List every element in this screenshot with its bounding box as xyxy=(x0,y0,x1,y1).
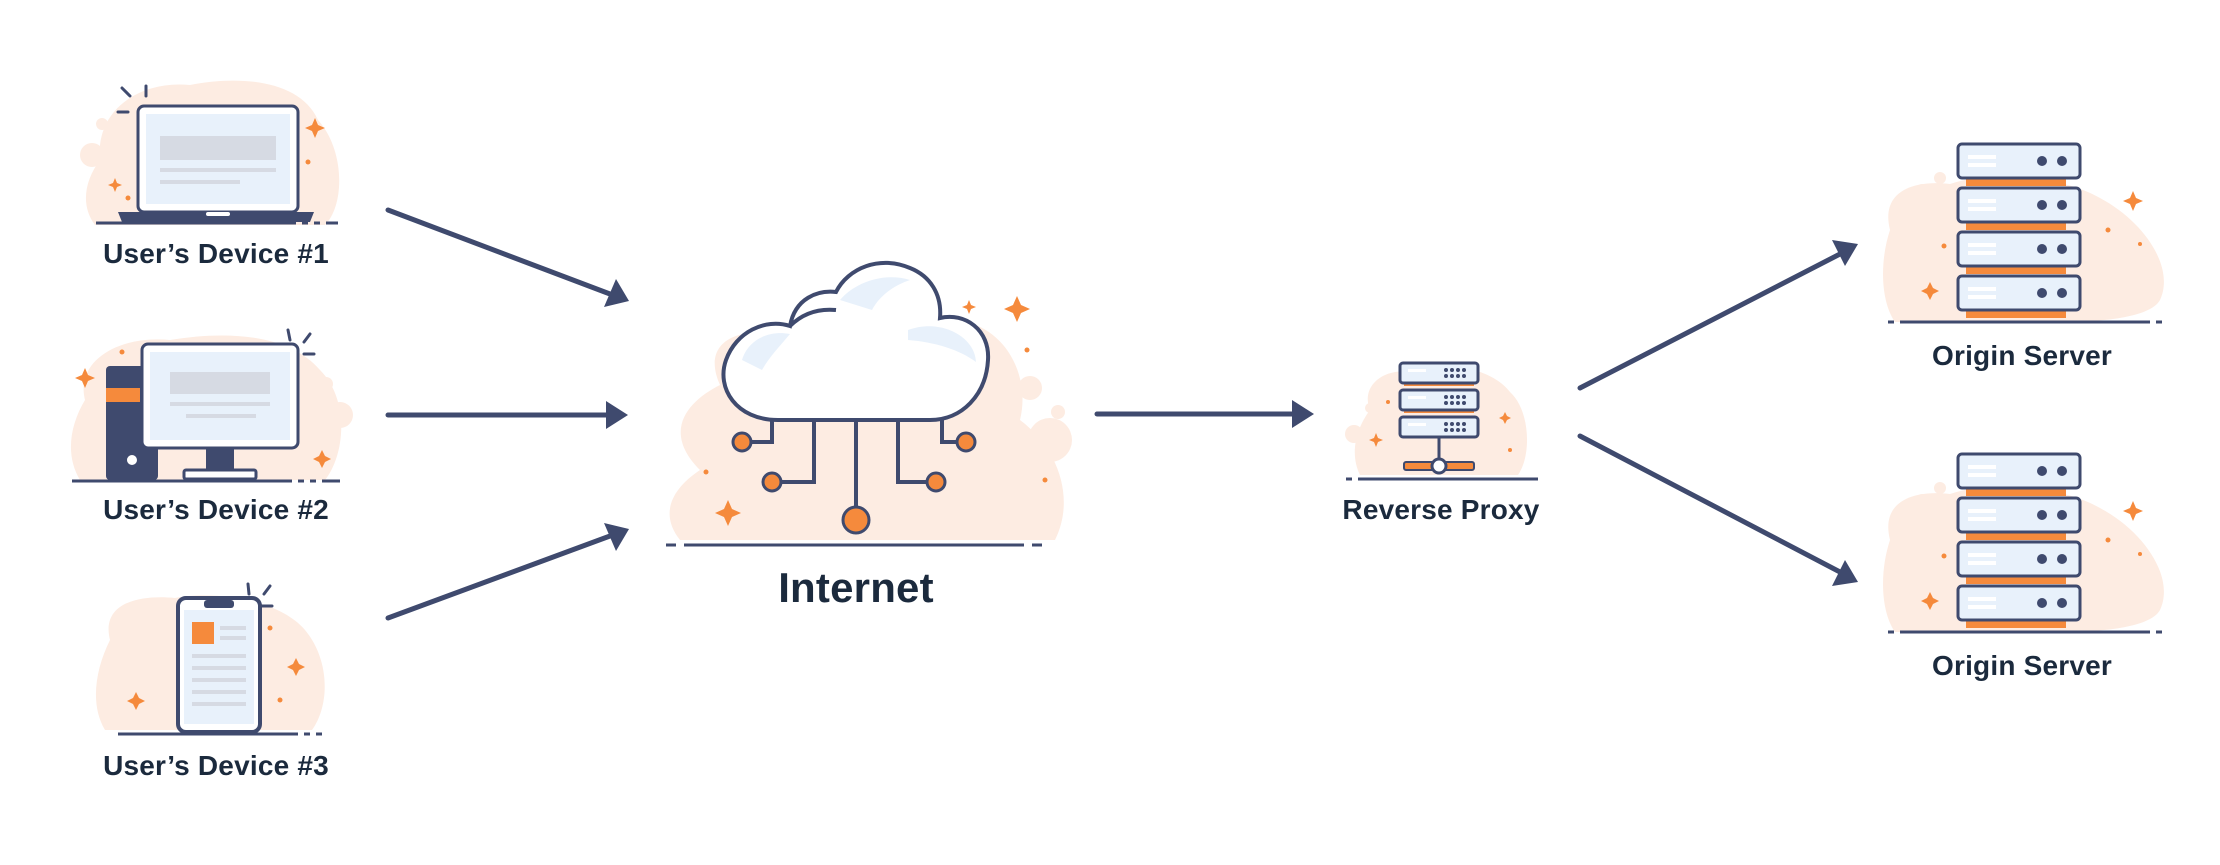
server-rack-icon xyxy=(1883,142,2164,324)
desktop-computer-icon xyxy=(70,328,353,483)
origin-server-2-label: Origin Server xyxy=(1931,650,2113,681)
edge-internet-proxy xyxy=(1094,400,1314,428)
device1-label: User’s Device #1 xyxy=(103,238,329,269)
edge-device2-internet xyxy=(385,401,628,429)
device3-label: User’s Device #3 xyxy=(103,750,329,781)
reverse-proxy-label: Reverse Proxy xyxy=(1342,494,1540,525)
edge-proxy-origin1 xyxy=(1577,240,1858,391)
edges xyxy=(385,207,1858,621)
edge-device1-internet xyxy=(385,207,629,307)
edge-device3-internet xyxy=(385,523,629,621)
origin-server-1-label: Origin Server xyxy=(1931,340,2113,371)
cloud-network-icon xyxy=(666,260,1072,547)
smartphone-icon xyxy=(95,582,325,736)
internet-label: Internet xyxy=(778,564,934,611)
laptop-icon xyxy=(80,80,340,225)
device2-label: User’s Device #2 xyxy=(103,494,329,525)
server-rack-icon xyxy=(1883,452,2164,634)
edge-proxy-origin2 xyxy=(1577,433,1858,586)
server-stack-icon xyxy=(1345,361,1540,481)
